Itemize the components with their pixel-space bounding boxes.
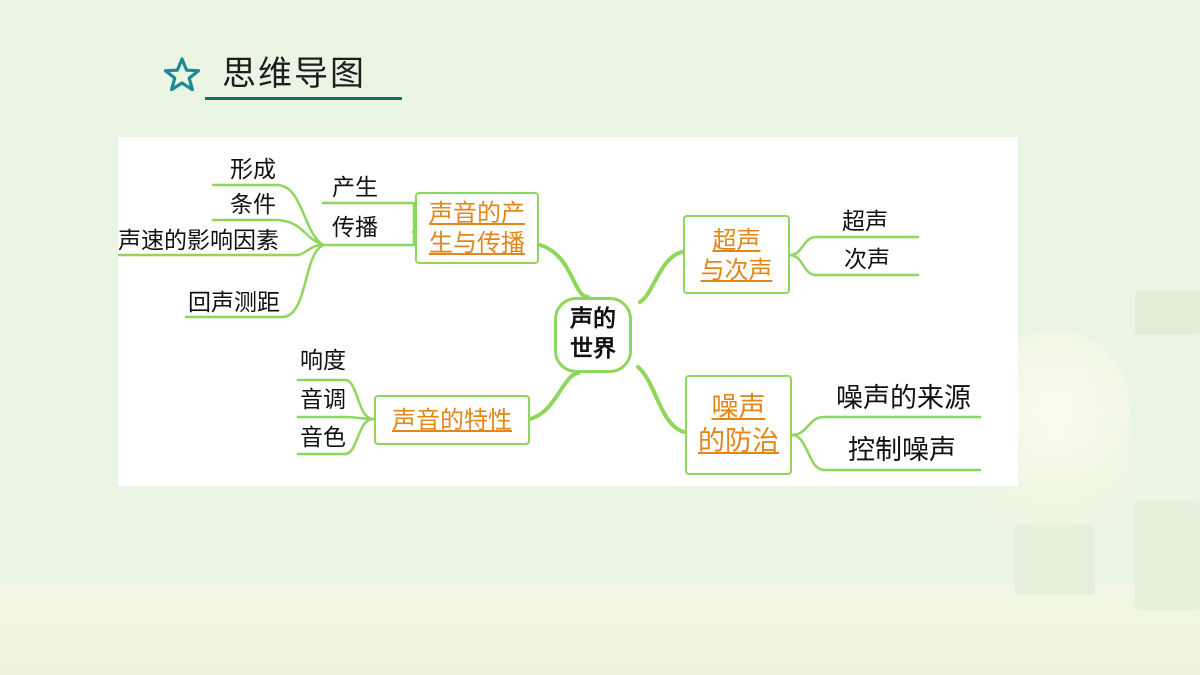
background-block bbox=[1135, 290, 1200, 335]
page-title: 思维导图 bbox=[222, 54, 366, 94]
mind-map: 形成 条件 声速的影响因素 回声测距 产生 传播 声音的产生与传播 响度 音调 … bbox=[118, 137, 1018, 486]
leaf-echo-ranging: 回声测距 bbox=[188, 290, 280, 316]
leaf-loudness: 响度 bbox=[300, 348, 346, 374]
star-icon bbox=[163, 57, 201, 92]
leaf-infrasound: 次声 bbox=[844, 247, 890, 273]
leaf-timbre: 音色 bbox=[300, 425, 346, 451]
leaf-sound-speed-factors: 声速的影响因素 bbox=[118, 228, 279, 254]
leaf-noise-sources: 噪声的来源 bbox=[836, 383, 971, 414]
branch-sound-characteristics: 声音的特性 bbox=[374, 395, 530, 445]
leaf-formation: 形成 bbox=[230, 157, 276, 183]
leaf-pitch: 音调 bbox=[300, 387, 346, 413]
branch-ultrasound-infrasound: 超声与次声 bbox=[683, 215, 790, 294]
leaf-conditions: 条件 bbox=[230, 192, 276, 218]
title-underline bbox=[205, 97, 402, 100]
mid-production: 产生 bbox=[332, 175, 378, 201]
background-bulb-base bbox=[1015, 525, 1095, 595]
branch-production-propagation: 声音的产生与传播 bbox=[415, 192, 539, 264]
branch-noise-control: 噪声的防治 bbox=[685, 375, 792, 475]
mid-propagation: 传播 bbox=[332, 215, 378, 241]
background-floor bbox=[0, 585, 1200, 675]
leaf-noise-control: 控制噪声 bbox=[848, 435, 956, 466]
background-block bbox=[1135, 500, 1200, 610]
leaf-ultrasound: 超声 bbox=[842, 209, 888, 235]
center-node: 声的世界 bbox=[554, 297, 632, 373]
branch-lines bbox=[118, 183, 982, 472]
